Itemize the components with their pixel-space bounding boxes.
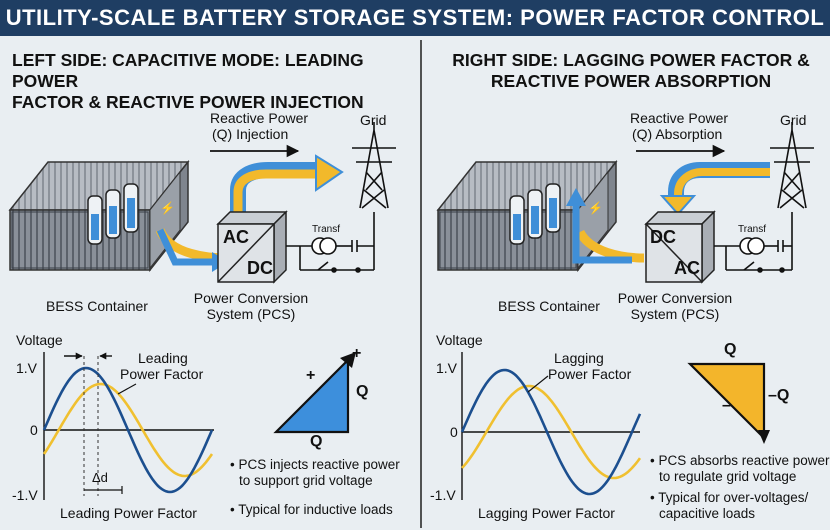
right-annotation: Lagging Power Factor [548,350,631,382]
left-power-triangle [273,352,356,434]
lightning-icon: ⚡ [160,201,175,215]
left-tri-q-bottom: Q [310,433,323,450]
right-waveform-chart [460,352,642,500]
left-voltage-wave [42,366,214,494]
left-flow-label-line1: Reactive Power [210,110,309,126]
right-pcs-label-line1: Power Conversion [617,290,733,306]
left-heading-line2: FACTOR & REACTIVE POWER INJECTION [12,92,364,112]
right-bullet-2-line2: capacitive loads [659,506,756,521]
page-title: UTILITY-SCALE BATTERY STORAGE SYSTEM: PO… [0,0,830,36]
right-grid-tower [770,122,814,209]
left-circuit [286,212,375,273]
right-voltage-wave [460,368,642,496]
right-power-triangle [687,362,770,444]
left-bess-label: BESS Container [46,298,148,314]
left-annotation: Leading Power Factor [120,350,203,382]
left-bess-container: ⚡ [8,159,190,273]
left-x-caption: Leading Power Factor [60,505,197,521]
left-tri-plus-left: + [306,367,316,384]
left-annotation-leader [117,383,137,395]
left-y-top: 1.V [16,360,38,376]
left-bullet-2: • Typical for inductive loads [230,502,393,517]
right-annotation-leader [527,375,549,393]
right-flow-label: Reactive Power (Q) Absorption [630,110,728,142]
left-bullet-1-line1: • PCS injects reactive power [230,457,400,472]
left-grid-tower [352,122,396,209]
right-bullet-2: • Typical for over-voltages/ capacitive … [650,490,808,522]
right-yellow-flow-big [674,168,770,198]
right-x-caption: Lagging Power Factor [478,505,615,521]
right-heading-line2: REACTIVE POWER ABSORPTION [490,71,772,91]
right-y-top: 1.V [436,360,458,376]
right-tri-q-side: –Q [768,387,790,404]
left-pcs-ac: AC [223,227,249,247]
left-pcs-label: Power Conversion System (PCS) [186,290,316,322]
left-blue-flow-arrow [156,228,212,266]
left-annotation-line2: Power Factor [120,366,204,382]
left-flow-arrowhead [315,154,344,192]
right-pcs-label-line2: System (PCS) [630,306,720,322]
right-voltage-label: Voltage [436,332,483,348]
right-blue-arrowhead-up [566,188,586,206]
right-transformer-label: Transf [738,224,766,235]
left-heading-line1: LEFT SIDE: CAPACITIVE MODE: LEADING POWE… [12,50,364,91]
right-flow-label-line2: (Q) Absorption [632,126,723,142]
left-voltage-label: Voltage [16,332,63,348]
battery-modules-right [509,183,561,245]
left-y-bottom: -1.V [12,487,38,503]
left-flow-label: Reactive Power (Q) Injection [210,110,308,142]
right-heading-line1: RIGHT SIDE: LAGGING POWER FACTOR & [452,50,810,70]
left-grid-label: Grid [360,112,387,128]
right-bullet-1: • PCS absorbs reactive power to regulate… [650,453,830,485]
left-heading: LEFT SIDE: CAPACITIVE MODE: LEADING POWE… [12,50,417,113]
right-grid-label: Grid [780,112,807,128]
left-current-wave [42,382,214,478]
left-pcs-label-line1: Power Conversion [193,290,309,306]
right-tri-minus: – [722,397,731,414]
right-tri-q-top: Q [724,341,737,358]
battery-modules-left [87,183,139,245]
left-delta-label: Δd [92,470,108,485]
right-annotation-line2: Power Factor [548,366,632,382]
right-yellow-flow-low [575,229,645,263]
left-flow-label-line2: (Q) Injection [212,126,289,142]
left-pcs-unit [216,210,288,284]
right-pcs-unit [644,210,716,284]
left-waveform-chart [42,352,214,500]
left-tri-plus-top: + [352,345,362,362]
right-y-zero: 0 [450,424,458,440]
right-heading: RIGHT SIDE: LAGGING POWER FACTOR & REACT… [436,50,826,92]
right-bullet-2-line1: • Typical for over-voltages/ [650,490,809,505]
left-bullet-1: • PCS injects reactive power to support … [230,457,400,489]
right-pcs-label: Power Conversion System (PCS) [610,290,740,322]
right-bess-container: ⚡ [436,159,618,273]
right-y-bottom: -1.V [430,487,456,503]
right-pcs-dc: DC [650,227,676,247]
right-blue-flow-arrow [572,198,632,264]
right-bess-label: BESS Container [498,298,600,314]
right-bullet-1-line1: • PCS absorbs reactive power [650,453,830,468]
left-transformer-label: Transf [312,224,340,235]
right-triangle-arrowhead [758,430,770,444]
left-triangle-arrowhead [340,352,356,368]
left-annotation-line1: Leading [138,350,188,366]
right-flow-arrowhead [659,195,697,216]
right-bullet-1-line2: to regulate grid voltage [659,469,797,484]
right-pcs-ac: AC [674,258,700,278]
left-bullet-1-line2: to support grid voltage [239,473,373,488]
lightning-icon: ⚡ [588,201,603,215]
right-circuit [714,212,793,273]
left-tri-q-side: Q [356,383,369,400]
right-flow-label-line1: Reactive Power [630,110,729,126]
right-annotation-line1: Lagging [554,350,604,366]
left-y-zero: 0 [30,422,38,438]
left-pcs-dc: DC [247,258,273,278]
left-pcs-label-line2: System (PCS) [206,306,296,322]
left-yellow-flow-big [233,169,318,212]
